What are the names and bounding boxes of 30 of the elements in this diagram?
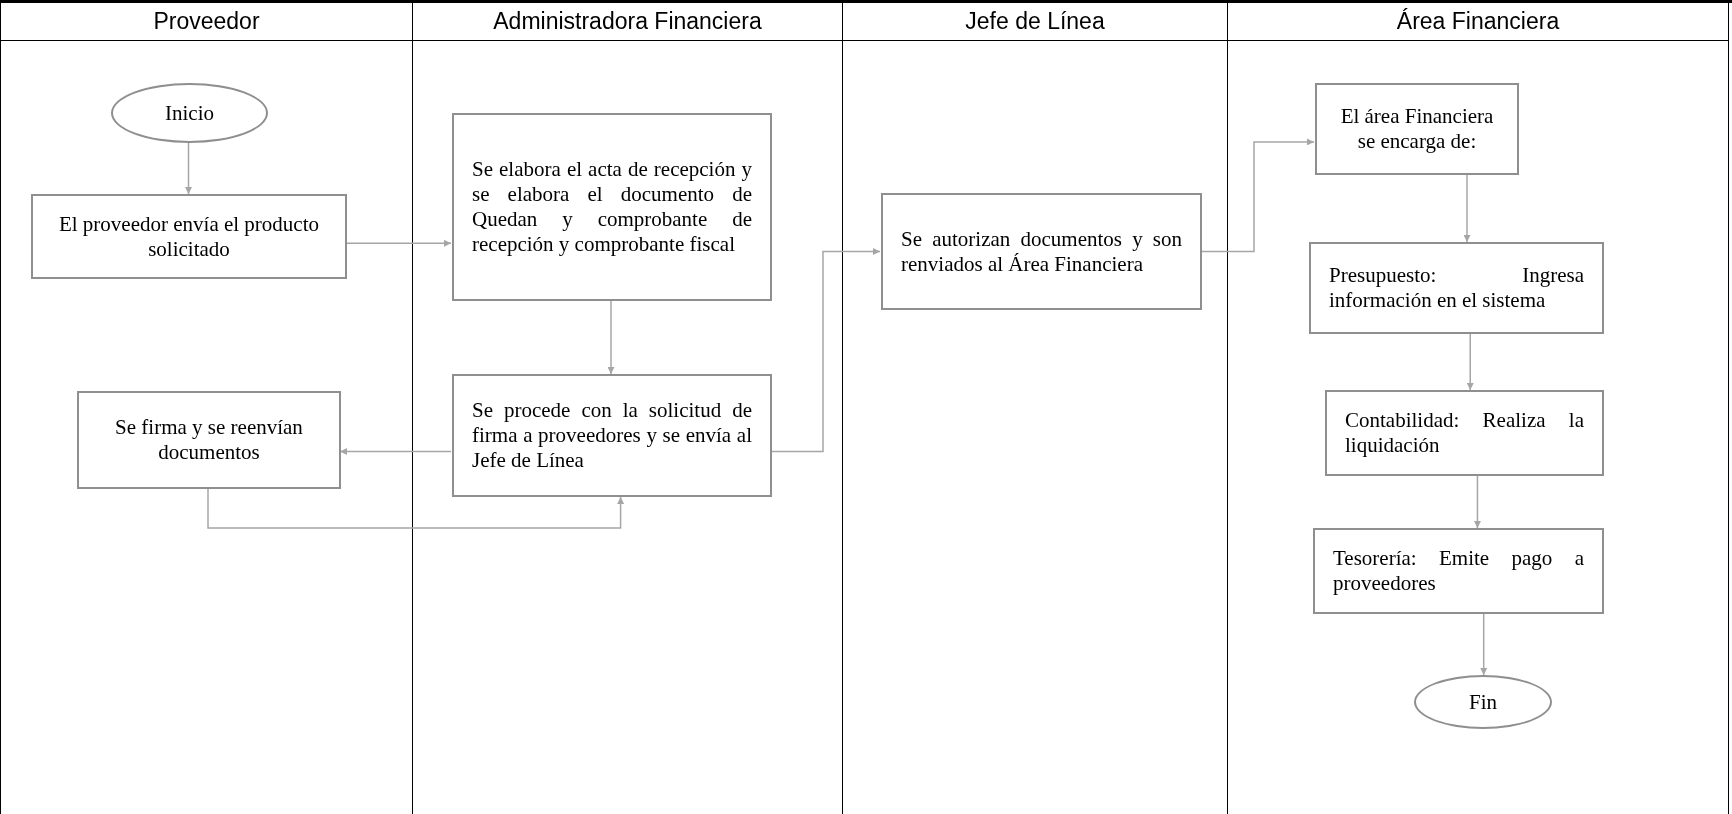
arrow <box>345 239 452 247</box>
swimlane <box>1227 3 1729 814</box>
swimlane <box>0 3 412 814</box>
terminal-oval: Fin <box>1414 675 1552 729</box>
lane-header: Administradora Financiera <box>413 3 842 41</box>
swimlane <box>842 3 1227 814</box>
process-box: Se firma y se reenvían documentos <box>77 391 341 489</box>
swimlane <box>412 3 842 814</box>
terminal-oval: Inicio <box>111 83 268 143</box>
arrow <box>1473 475 1481 529</box>
arrow <box>339 448 452 455</box>
arrow <box>770 248 881 453</box>
process-box: Se procede con la solicitud de firma a proveedores y se envía al Jefe de Línea <box>452 374 772 497</box>
arrow <box>607 300 615 375</box>
process-box: Presupuesto: Ingresa información en el sistema <box>1309 242 1604 334</box>
arrow <box>207 488 625 529</box>
process-box: El área Financiera se encarga de: <box>1315 83 1519 175</box>
process-box: El proveedor envía el producto solicitado <box>31 194 347 279</box>
process-box: Contabilidad: Realiza la liquidación <box>1325 390 1604 476</box>
process-box: Se autorizan documentos y son renviados al Área Financiera <box>881 193 1202 310</box>
process-box: Tesorería: Emite pago a proveedores <box>1313 528 1604 614</box>
lane-header: Área Financiera <box>1228 3 1728 41</box>
lane-header: Jefe de Línea <box>843 3 1227 41</box>
arrow <box>1200 138 1315 253</box>
arrow <box>1480 613 1488 676</box>
lane-header: Proveedor <box>1 3 412 41</box>
arrow <box>1466 333 1474 391</box>
arrow <box>1463 174 1471 243</box>
arrow <box>185 142 192 195</box>
process-box: Se elabora el acta de recepción y se elabora el documento de Quedan y comprobante de recepción y comprobante fiscal <box>452 113 772 301</box>
